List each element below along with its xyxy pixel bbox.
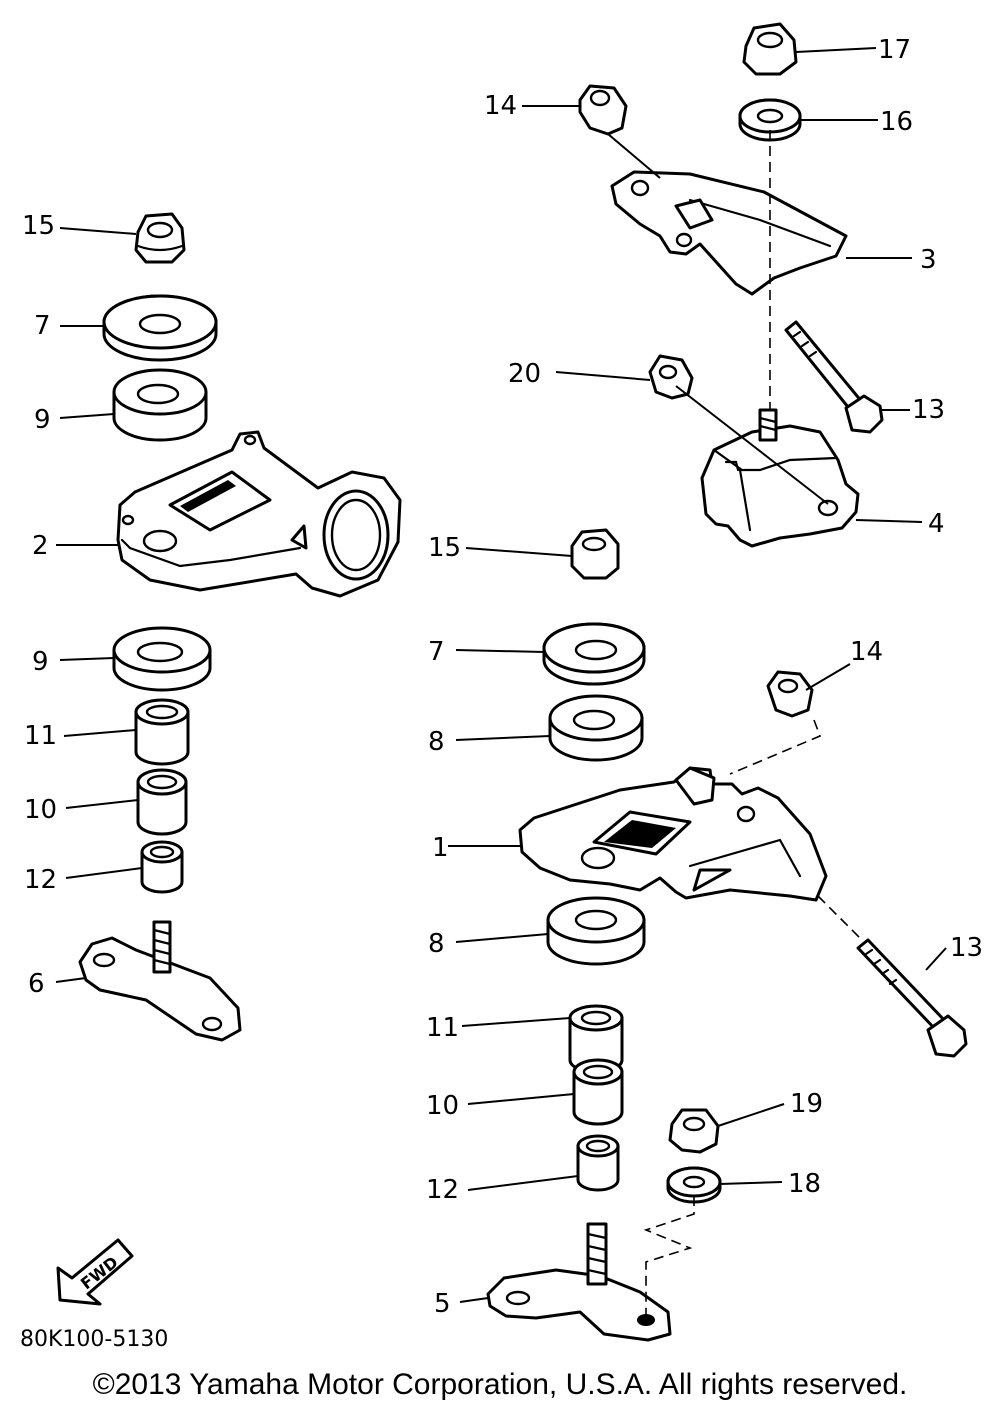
plate-5 <box>486 1222 672 1342</box>
collar-10-left <box>136 768 188 836</box>
callout-12-right: 12 <box>426 1175 459 1205</box>
callout-13-top: 13 <box>912 395 945 425</box>
callout-7-left: 7 <box>34 311 51 341</box>
callout-20: 20 <box>508 359 541 389</box>
drawing-code: 80K100-5130 <box>20 1327 168 1352</box>
collar-11-right <box>568 1004 624 1074</box>
callout-15-right: 15 <box>428 533 461 563</box>
callout-14-right: 14 <box>850 637 883 667</box>
bracket-1 <box>518 766 828 902</box>
callout-7-right: 7 <box>428 637 445 667</box>
rubber-9-left-top <box>112 368 208 442</box>
callout-3: 3 <box>920 245 937 275</box>
callout-2: 2 <box>32 531 49 561</box>
alignment-lines <box>607 130 863 1314</box>
callout-18: 18 <box>788 1169 821 1199</box>
bracket-3 <box>610 170 848 296</box>
washer-18 <box>666 1166 722 1204</box>
callout-19: 19 <box>790 1089 823 1119</box>
nut-19 <box>668 1108 720 1154</box>
callout-15-left: 15 <box>22 211 55 241</box>
nut-14-top <box>578 84 628 136</box>
mount-4 <box>700 408 860 548</box>
callout-9-left-bottom: 9 <box>32 647 49 677</box>
callout-12-left: 12 <box>24 865 57 895</box>
callout-14-top: 14 <box>484 91 517 121</box>
nut-17 <box>742 22 798 76</box>
callout-17: 17 <box>878 35 911 65</box>
nut-20 <box>648 354 694 400</box>
rubber-8-bottom <box>546 896 646 966</box>
callout-4: 4 <box>928 509 945 539</box>
collar-12-right <box>576 1134 620 1192</box>
nut-15-right <box>570 528 620 580</box>
bolt-13-bottom <box>856 938 968 1058</box>
washer-7-right <box>542 622 646 686</box>
callout-16: 16 <box>880 107 913 137</box>
nut-14-right <box>766 670 814 718</box>
collar-11-left <box>134 698 190 766</box>
callout-11-left: 11 <box>24 721 57 751</box>
callout-numbers: 15 7 9 2 9 11 10 12 6 14 17 16 3 20 13 4… <box>22 35 983 1319</box>
callout-8-top: 8 <box>428 727 445 757</box>
bolt-13-top <box>784 320 884 434</box>
bracket-2 <box>116 430 402 598</box>
callout-10-right: 10 <box>426 1091 459 1121</box>
rubber-8-top <box>548 694 644 762</box>
copyright-notice: ©2013 Yamaha Motor Corporation, U.S.A. A… <box>93 1368 908 1401</box>
callout-5: 5 <box>434 1289 451 1319</box>
callout-1: 1 <box>432 833 449 863</box>
washer-16 <box>738 98 802 142</box>
callout-13-bottom: 13 <box>950 933 983 963</box>
collar-10-right <box>572 1058 624 1126</box>
callout-8-bottom: 8 <box>428 929 445 959</box>
rubber-9-left-bottom <box>112 626 212 692</box>
callout-leaders <box>55 47 947 1303</box>
collar-12-left <box>140 840 184 894</box>
plate-6 <box>78 920 242 1042</box>
callout-11-right: 11 <box>426 1013 459 1043</box>
fwd-arrow-icon: FWD <box>56 1238 134 1306</box>
callout-6: 6 <box>28 969 45 999</box>
callout-10-left: 10 <box>24 795 57 825</box>
callout-9-left-top: 9 <box>34 405 51 435</box>
nut-15-left <box>134 212 186 264</box>
washer-7-left <box>102 294 218 362</box>
